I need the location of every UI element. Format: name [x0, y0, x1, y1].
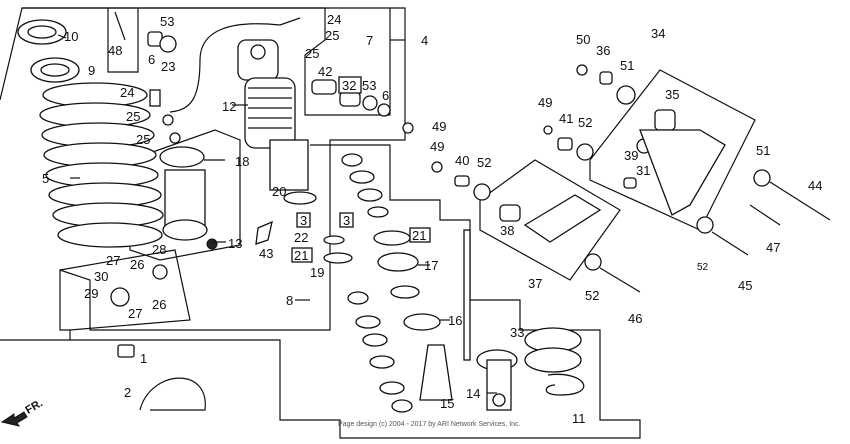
link-37	[523, 194, 602, 243]
arm-34	[639, 129, 726, 216]
label-42: 42	[318, 64, 332, 79]
label-51b: 51	[756, 143, 770, 158]
front-direction-arrow: FR.	[0, 397, 45, 427]
label-7: 7	[366, 33, 373, 48]
washer-stack	[283, 153, 441, 413]
label-35: 35	[665, 87, 679, 102]
label-1: 1	[140, 351, 147, 366]
label-49c: 49	[538, 95, 552, 110]
label-17: 17	[424, 258, 438, 273]
label-43: 43	[259, 246, 273, 261]
label-13: 13	[228, 236, 242, 251]
label-10: 10	[64, 29, 78, 44]
direction-marker-text: FR.	[24, 397, 45, 416]
label-51a: 51	[620, 58, 634, 73]
label-53b: 53	[362, 78, 376, 93]
label-27b: 27	[128, 306, 142, 321]
label-25b: 25	[136, 132, 150, 147]
hose-23-lower	[169, 59, 201, 113]
label-14: 14	[466, 386, 480, 401]
label-41: 41	[559, 111, 573, 126]
hose-23	[199, 17, 301, 61]
label-23: 23	[161, 59, 175, 74]
leader-lines	[57, 34, 497, 394]
label-6b: 6	[382, 88, 389, 103]
label-9: 9	[88, 63, 95, 78]
nut-9	[30, 57, 80, 83]
boxed-labels	[291, 76, 431, 263]
label-18: 18	[235, 154, 249, 169]
label-49b: 49	[430, 139, 444, 154]
label-21a: 21	[294, 248, 308, 263]
label-8: 8	[286, 293, 293, 308]
outline-arm-34	[589, 69, 756, 231]
bolts	[599, 181, 831, 293]
label-44: 44	[808, 178, 822, 193]
label-24a: 24	[120, 85, 134, 100]
small-hardware	[110, 11, 771, 411]
nut-10	[17, 19, 67, 45]
label-27a: 27	[106, 253, 120, 268]
label-6a: 6	[148, 52, 155, 67]
label-34: 34	[651, 26, 665, 41]
label-52d: 52	[585, 288, 599, 303]
label-52a: 52	[477, 155, 491, 170]
label-12: 12	[222, 99, 236, 114]
label-46: 46	[628, 311, 642, 326]
label-31: 31	[636, 163, 650, 178]
label-3b: 3	[343, 213, 350, 228]
label-29: 29	[84, 286, 98, 301]
label-50: 50	[576, 32, 590, 47]
label-52b: 52	[578, 115, 592, 130]
label-20: 20	[272, 184, 286, 199]
outline-box-28	[59, 249, 191, 331]
copyright-text: Page design (c) 2004 - 2017 by ARI Netwo…	[338, 421, 521, 428]
label-47: 47	[766, 240, 780, 255]
label-25a: 25	[126, 109, 140, 124]
label-25c: 25	[325, 28, 339, 43]
label-2: 2	[124, 385, 131, 400]
label-48: 48	[108, 43, 122, 58]
collar-11	[545, 373, 585, 396]
label-26b: 26	[152, 297, 166, 312]
label-52c: 52	[697, 262, 709, 273]
label-15: 15	[440, 396, 454, 411]
label-32-boxed: 32	[342, 78, 356, 93]
label-21b: 21	[412, 228, 426, 243]
label-30: 30	[94, 269, 108, 284]
label-25d: 25	[305, 46, 319, 61]
boot-33	[524, 327, 582, 373]
label-33: 33	[510, 325, 524, 340]
label-38: 38	[500, 223, 514, 238]
shock-body-12	[237, 39, 309, 191]
label-39: 39	[624, 148, 638, 163]
bump-stop-15	[419, 344, 453, 401]
outline-top-box-7	[140, 7, 391, 116]
label-40: 40	[455, 153, 469, 168]
label-5: 5	[42, 171, 49, 186]
reservoir-18	[159, 146, 208, 241]
outline-box-18	[129, 129, 241, 261]
label-28: 28	[152, 242, 166, 257]
label-45: 45	[738, 278, 752, 293]
label-37: 37	[528, 276, 542, 291]
piston-rod-14	[463, 229, 518, 411]
label-19: 19	[310, 265, 324, 280]
label-26a: 26	[130, 257, 144, 272]
label-36: 36	[596, 43, 610, 58]
label-24b: 24	[327, 12, 341, 27]
label-16: 16	[448, 313, 462, 328]
spring-5	[39, 82, 164, 248]
outline-link-37	[479, 159, 621, 281]
label-53a: 53	[160, 14, 174, 29]
label-22: 22	[294, 230, 308, 245]
label-11: 11	[572, 411, 586, 426]
label-3a: 3	[300, 213, 307, 228]
label-4: 4	[421, 33, 428, 48]
label-49a: 49	[432, 119, 446, 134]
